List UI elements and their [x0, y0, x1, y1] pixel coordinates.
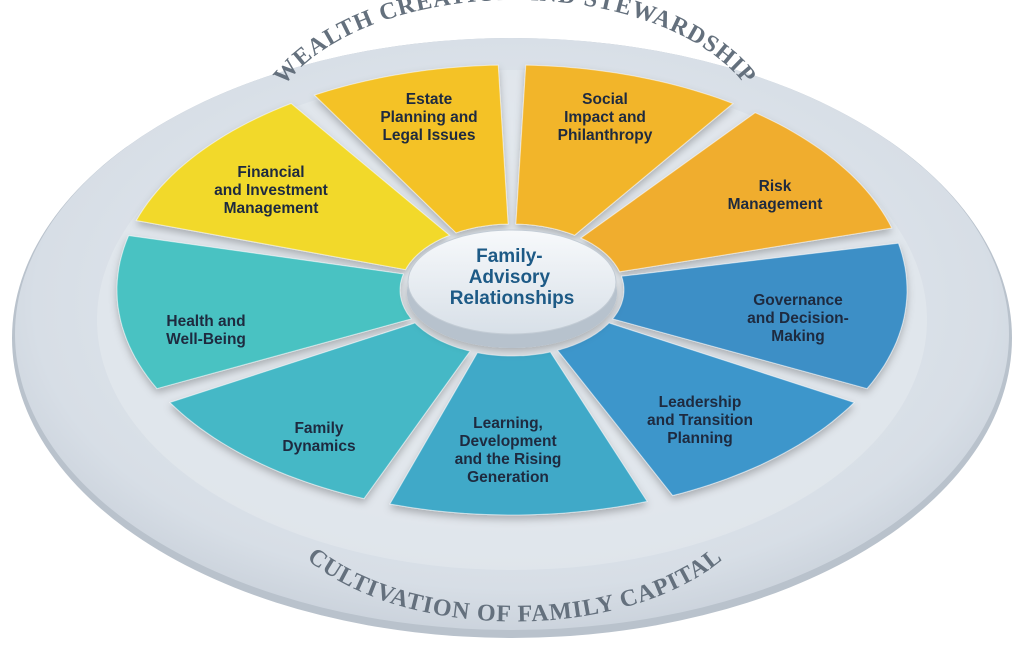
- center-line: Advisory: [469, 267, 551, 288]
- segment-label-line: Dynamics: [282, 438, 355, 455]
- center-line: Relationships: [450, 288, 575, 309]
- center-hub: [407, 229, 617, 335]
- segment-learning: [389, 351, 648, 516]
- segment-label-line: and Decision-: [747, 310, 849, 327]
- segment-label-line: Management: [224, 200, 319, 217]
- segment-label-line: and the Rising: [455, 451, 562, 468]
- segment-health: [116, 235, 413, 390]
- center-line: Family-: [476, 246, 543, 267]
- segment-social-impact: [515, 64, 734, 236]
- segment-label-line: Learning,: [473, 415, 543, 432]
- segment-label-line: Development: [459, 433, 556, 450]
- segment-governance: [611, 242, 908, 390]
- segment-label-line: Governance: [753, 292, 843, 309]
- segment-label-line: Philanthropy: [558, 127, 653, 144]
- segment-label-line: Making: [771, 328, 824, 345]
- segment-label-line: Legal Issues: [382, 127, 475, 144]
- segment-label-line: and Transition: [647, 412, 753, 429]
- segment-label-line: Leadership: [659, 394, 742, 411]
- center-label: Family- Advisory Relationships: [450, 246, 575, 309]
- segment-label-line: Social: [582, 91, 628, 108]
- segment-leadership: [556, 322, 856, 497]
- segment-label-line: Estate: [406, 91, 453, 108]
- segment-label-line: Family: [294, 420, 343, 437]
- segment-label-line: and Investment: [214, 182, 328, 199]
- segment-label-line: Health and: [166, 313, 245, 330]
- segment-label-line: Risk: [759, 178, 792, 195]
- segment-label-line: Generation: [467, 469, 549, 486]
- segment-label-line: Planning: [667, 430, 732, 447]
- segment-financial: [135, 102, 451, 271]
- segment-risk-management: [580, 112, 893, 273]
- segment-label-line: Impact and: [564, 109, 646, 126]
- segment-label-line: Well-Being: [166, 331, 246, 348]
- segment-label-line: Financial: [237, 164, 304, 181]
- segment-label-line: Planning and: [380, 109, 477, 126]
- segment-family-dynamics: [168, 322, 471, 500]
- segments-group: [116, 64, 908, 516]
- segment-label-line: Management: [728, 196, 823, 213]
- segment-estate-planning: [313, 64, 509, 234]
